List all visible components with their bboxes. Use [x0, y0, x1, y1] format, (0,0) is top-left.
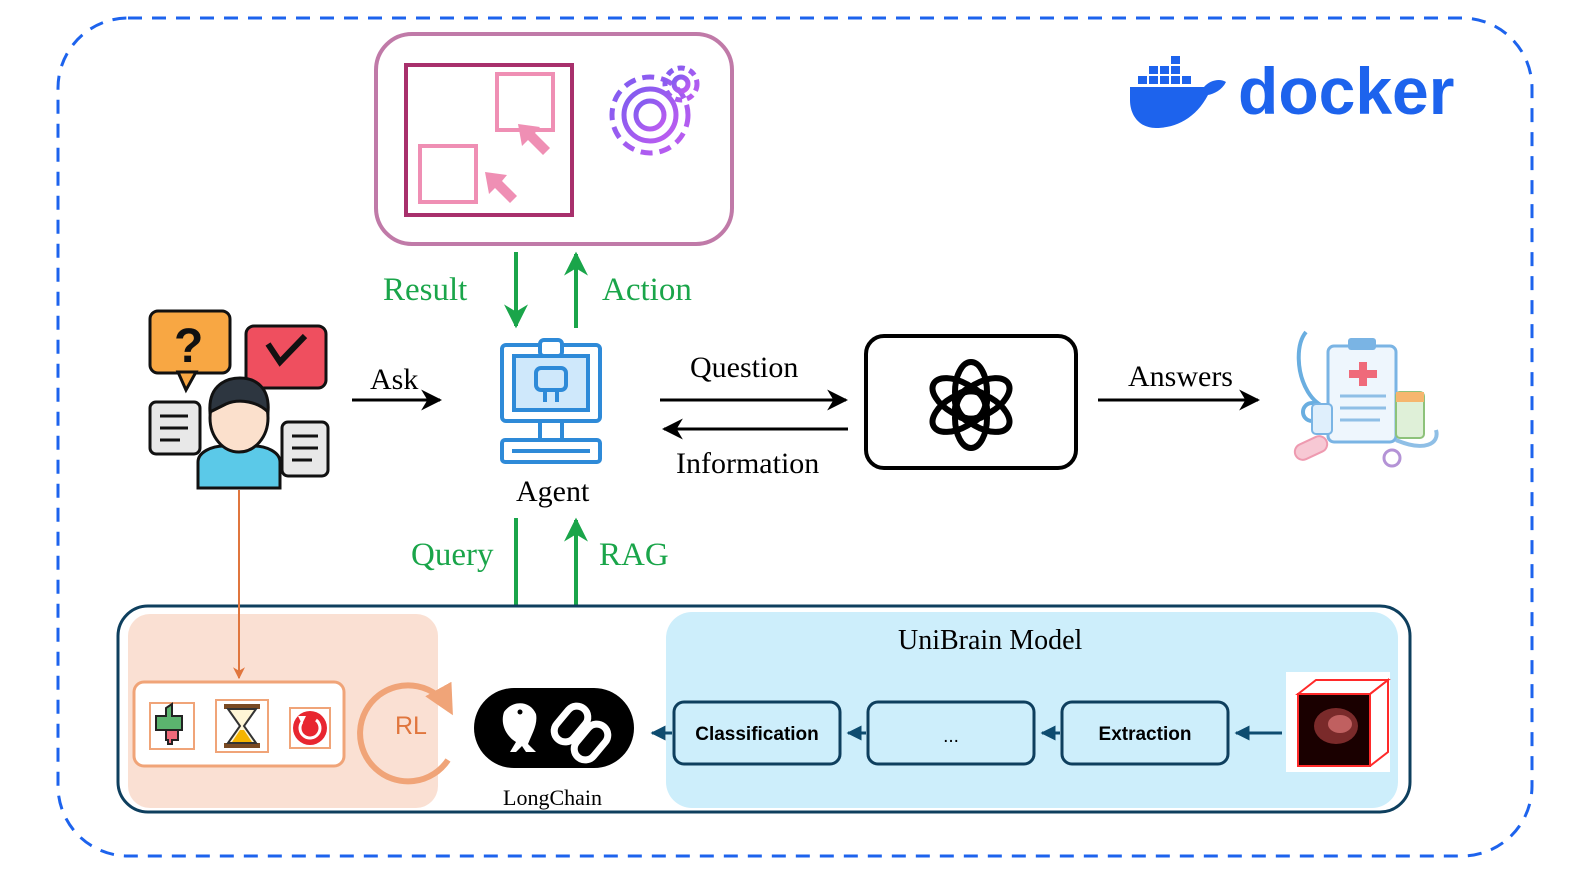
parrot-icon	[502, 703, 537, 752]
agent-label: Agent	[516, 475, 590, 508]
hourglass-icon	[215, 699, 269, 753]
action-label: Action	[602, 272, 692, 308]
thumbs-feedback-icon	[149, 702, 195, 750]
refresh-icon	[289, 707, 331, 749]
pipeline-step-label: ...	[943, 726, 959, 747]
pipeline-step-classification: Classification	[672, 700, 842, 766]
user-questions-icon: ?	[148, 309, 330, 490]
docker-logo: docker	[1130, 54, 1454, 128]
pipeline-step-label: Classification	[695, 724, 819, 745]
svg-text:?: ?	[174, 320, 203, 373]
query-label: Query	[411, 537, 494, 573]
pipeline-step-label: Extraction	[1099, 724, 1192, 745]
brain-mri-icon	[1286, 672, 1391, 772]
result-label: Result	[383, 272, 467, 308]
answers-label: Answers	[1128, 360, 1233, 393]
rl-cycle-arrow	[357, 681, 453, 785]
ask-label: Ask	[370, 363, 418, 396]
llm-box	[864, 334, 1078, 470]
pipeline-step-ellipsis: ...	[866, 700, 1036, 766]
docker-wordmark: docker	[1238, 54, 1454, 128]
environment-box	[374, 32, 734, 246]
pipeline-step-extraction: Extraction	[1060, 700, 1230, 766]
unibrain-title: UniBrain Model	[898, 625, 1083, 656]
rl-label: RL	[395, 712, 427, 740]
gear-icon	[609, 65, 700, 156]
computer-control-icon	[404, 63, 574, 217]
question-label: Question	[690, 351, 798, 384]
openai-logo-icon	[929, 359, 1013, 451]
outer-dashed-frame	[56, 16, 1534, 858]
robot-computer-icon	[500, 338, 602, 464]
docker-whale-icon	[1130, 56, 1226, 128]
rag-label: RAG	[599, 537, 669, 573]
longchain-label: LongChain	[503, 785, 602, 810]
medical-report-icon	[1293, 330, 1439, 468]
information-label: Information	[676, 447, 819, 480]
longchain-badge	[474, 688, 634, 768]
chain-link-icon	[550, 702, 612, 764]
